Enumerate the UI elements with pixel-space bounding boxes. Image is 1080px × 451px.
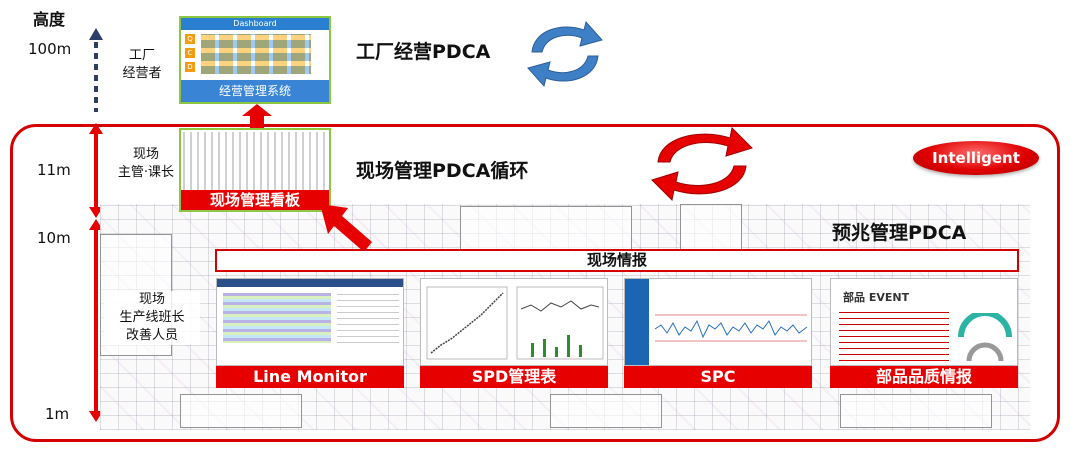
arrow-up-head-navy: [89, 28, 103, 40]
dashboard-header: Dashboard: [181, 18, 329, 30]
arrow-board-to-dashboard: [242, 104, 272, 130]
level-11m: 11m: [37, 161, 71, 179]
line-monitor-chart: [223, 293, 331, 343]
dashboard-c-badge: C: [185, 48, 195, 58]
role-factory-manager: 工厂 经营者: [122, 48, 162, 81]
role-field-supervisor: 现场 主管·课长: [117, 147, 175, 180]
field-pdca-heading: 现场管理PDCA循环: [356, 160, 529, 182]
dashboard-d-badge: D: [185, 62, 195, 72]
red-diagonal-arrow: [320, 204, 372, 252]
field-board-label: 现场管理看板: [181, 190, 329, 210]
floor-room: [550, 394, 662, 428]
parts-quality-label: 部品品质情报: [830, 366, 1018, 388]
height-axis-title: 高度: [33, 10, 66, 29]
red-up-arrow: [242, 104, 272, 130]
parts-quality-screen: 部品 EVENT: [830, 278, 1018, 366]
blue-cycle-icon: [527, 20, 603, 88]
level-10m: 10m: [37, 229, 71, 247]
arrow-up-head-red-1: [89, 123, 103, 134]
spc-screen: [624, 278, 812, 366]
dashboard-tiles: [201, 34, 311, 74]
spd-charts: [426, 286, 604, 360]
dashboard-window: Dashboard Q C D 经营管理系统: [179, 16, 331, 104]
arrow-up-head-red-2: [89, 219, 103, 230]
parts-event-logo: 部品 EVENT: [843, 291, 910, 304]
arrow-info-to-board: [320, 204, 372, 252]
dashboard-q-badge: Q: [185, 34, 195, 44]
arrow-down-head-red-1: [89, 207, 103, 218]
field-board-window: 现场管理看板: [179, 128, 331, 212]
spc-sidebar: [625, 279, 649, 365]
field-layer-panel: [10, 124, 1060, 442]
intelligent-badge: Intelligent: [913, 141, 1039, 175]
factory-pdca-heading: 工厂经营PDCA: [356, 41, 491, 63]
line-monitor-table: [337, 293, 399, 343]
role-line-leader: 现场 生产线班长 改善人员: [104, 291, 200, 345]
field-board-content: [183, 132, 327, 192]
field-info-bar: 现场情报: [215, 249, 1019, 272]
line-monitor-label: Line Monitor: [216, 366, 404, 388]
level-1m: 1m: [45, 405, 70, 423]
arrow-down-head-red-2: [89, 411, 103, 422]
screen-titlebar: [217, 279, 403, 287]
floor-room: [680, 204, 742, 254]
spc-chart: [654, 314, 808, 342]
red-cycle-icon: [651, 126, 753, 202]
floor-room: [840, 394, 992, 428]
parts-table: [839, 309, 949, 361]
dashboard-footer-label: 经营管理系统: [181, 80, 329, 102]
level-100m: 100m: [28, 40, 72, 58]
spd-label: SPD管理表: [420, 366, 608, 388]
parts-gauges: [958, 313, 1012, 362]
floor-room: [180, 394, 302, 428]
floor-room: [460, 206, 632, 252]
spd-screen: [420, 278, 608, 366]
line-monitor-screen: [216, 278, 404, 366]
predict-pdca-heading: 预兆管理PDCA: [832, 222, 967, 244]
height-axis-arrows: [89, 28, 103, 422]
spc-label: SPC: [624, 366, 812, 388]
